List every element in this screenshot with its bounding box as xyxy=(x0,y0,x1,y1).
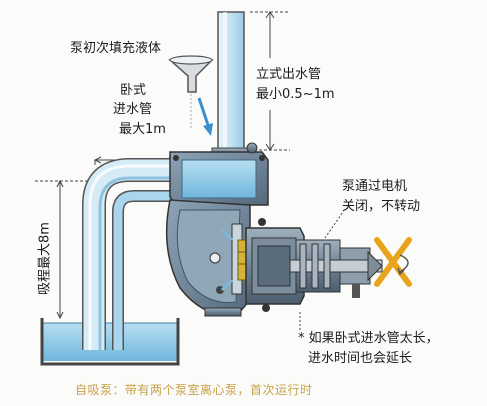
motor-housing xyxy=(245,218,383,312)
cross-icon xyxy=(374,237,412,287)
horizontal-inlet-line-1: 卧式 xyxy=(120,83,147,98)
outlet-dimension xyxy=(250,11,290,151)
caption: 自吸泵：带有两个泵室离心泵，首次运行时 xyxy=(75,383,313,397)
pump-priming-chamber xyxy=(169,142,269,206)
motor-callout-line xyxy=(324,211,344,239)
vertical-outlet-line-1: 立式出水管 xyxy=(256,67,322,82)
down-arrow-icon xyxy=(197,97,213,136)
vertical-outlet-line-2: 最小0.5~1m xyxy=(256,87,335,102)
suction-lift-label: 吸程最大8m xyxy=(37,222,53,295)
note-line-2: 进水时间也会延长 xyxy=(308,351,413,366)
horizontal-inlet-line-3: 最大1m xyxy=(119,122,166,137)
note-line-1: * 如果卧式进水管太长， xyxy=(298,331,439,346)
vertical-outlet-pipe xyxy=(211,11,251,159)
inlet-riser xyxy=(112,190,182,350)
funnel-icon xyxy=(168,55,214,128)
horizontal-inlet-line-2: 进水管 xyxy=(113,102,153,117)
motor-off-line-1: 泵通过电机 xyxy=(342,179,408,194)
prime-note-label: 泵初次填充液体 xyxy=(70,41,162,56)
suction-pipe xyxy=(82,158,182,350)
water-tank xyxy=(40,318,180,366)
rotation-arrow-icon xyxy=(397,254,409,276)
motor-off-line-2: 关闭，不转动 xyxy=(342,199,421,214)
